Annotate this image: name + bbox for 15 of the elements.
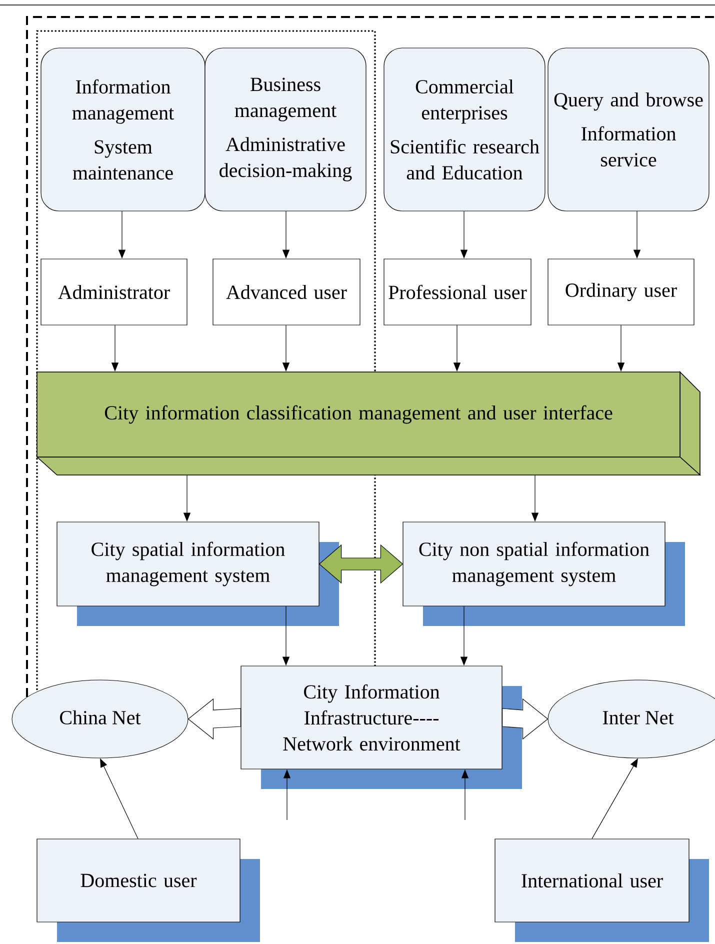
system-box: City spatial information management system bbox=[56, 522, 339, 626]
user-box: Administrator bbox=[40, 258, 188, 326]
role-box: Query and browse Information service bbox=[548, 48, 710, 212]
user-box: Advanced user bbox=[212, 258, 360, 326]
user-box: Ordinary user bbox=[548, 258, 694, 326]
role-box: Business management Administrative decision-making bbox=[204, 48, 366, 212]
system-box: Domestic user bbox=[36, 838, 260, 942]
user-box: Professional user bbox=[384, 258, 532, 326]
role-box: Commercial enterprises Scientific research and Education bbox=[384, 48, 546, 212]
block-arrow bbox=[502, 698, 548, 740]
system-box: City Information Infrastructure---- Network environment bbox=[240, 666, 522, 789]
system-box: International user bbox=[494, 838, 709, 942]
system-box: City non spatial information management system bbox=[402, 522, 685, 626]
block-arrow bbox=[188, 698, 241, 740]
role-box: Information management System maintenance bbox=[40, 48, 206, 212]
